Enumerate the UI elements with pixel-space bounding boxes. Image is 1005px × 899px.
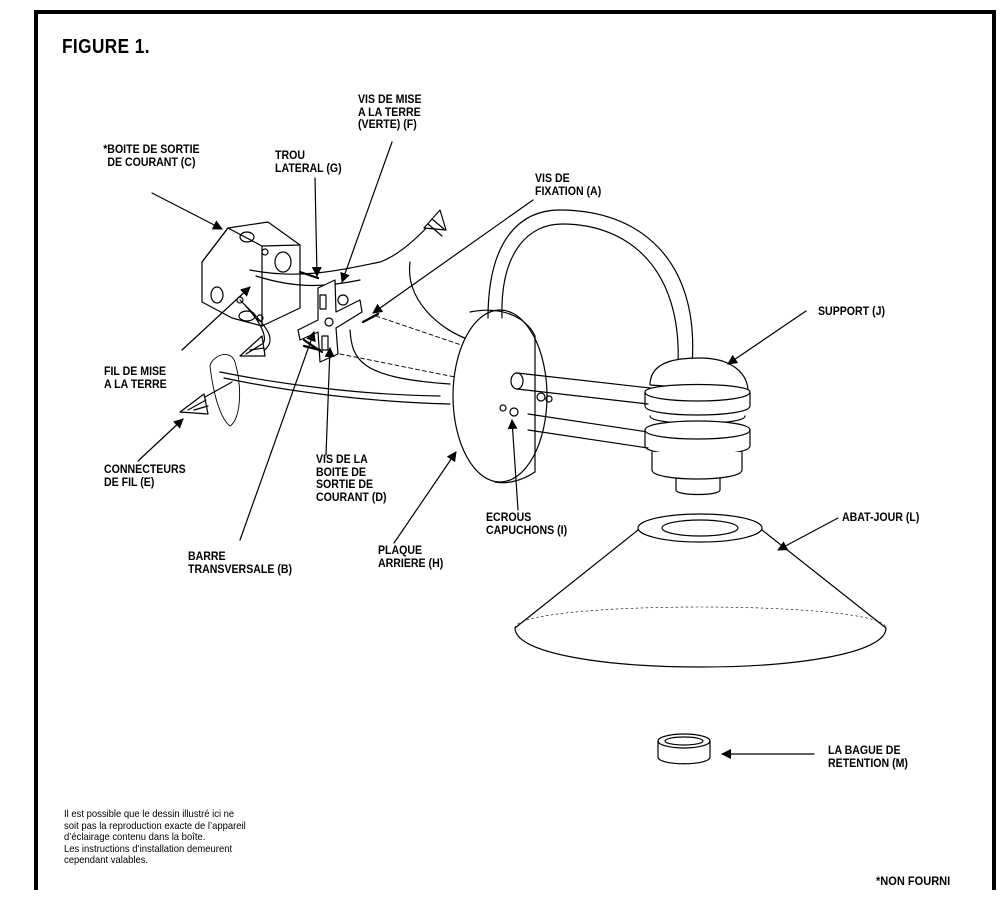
backplate-drawing bbox=[452, 309, 548, 484]
alignment-lines bbox=[339, 315, 471, 379]
not-supplied-footnote: *NON FOURNI bbox=[876, 874, 951, 888]
label-support: SUPPORT (J) bbox=[818, 306, 886, 318]
retaining-ring-drawing bbox=[657, 733, 711, 765]
figure-frame bbox=[34, 10, 996, 890]
figure-title: FIGURE 1. bbox=[62, 36, 150, 58]
label-shade: ABAT-JOUR (L) bbox=[842, 512, 920, 524]
wire-drawings bbox=[204, 221, 471, 427]
outlet-box-drawing bbox=[201, 221, 301, 327]
wire-connectors-drawing bbox=[179, 209, 447, 415]
support-arm-drawing bbox=[487, 209, 751, 496]
disclaimer-note: Il est possible que le dessin illustré i… bbox=[64, 808, 246, 866]
shade-drawing bbox=[514, 513, 887, 668]
arm-rods-drawing bbox=[516, 372, 651, 449]
leader-lines bbox=[137, 141, 839, 759]
